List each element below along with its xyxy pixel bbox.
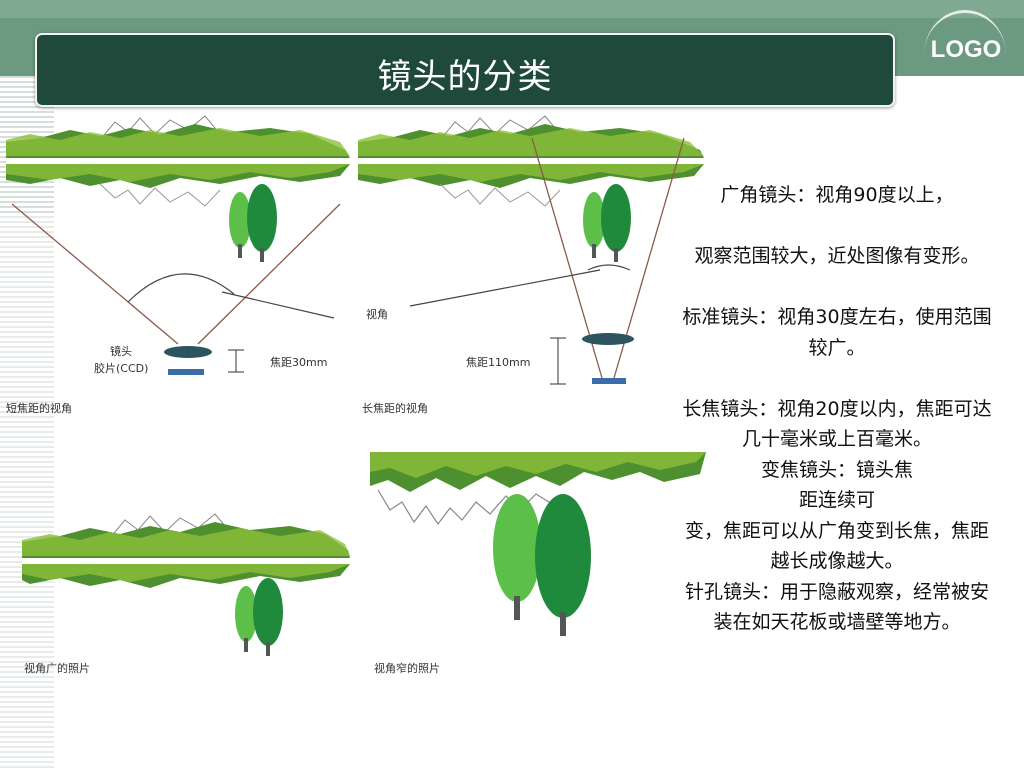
- label-lens: 镜头: [110, 344, 132, 358]
- top-band-highlight: [0, 0, 1024, 18]
- slide-title: 镜头的分类: [377, 57, 553, 97]
- logo-text: LOGO: [930, 36, 1002, 63]
- label-angle: 视角: [366, 307, 388, 321]
- desc-line-4: 长焦镜头：视角20度以内，焦距可达几十毫米或上百毫米。: [682, 397, 992, 451]
- caption-short-focal: 短焦距的视角: [6, 401, 72, 415]
- logo-arc-icon: [924, 10, 1006, 55]
- desc-gap-2: [680, 272, 994, 303]
- caption-long-focal: 长焦距的视角: [362, 401, 428, 415]
- label-focal-110: 焦距110mm: [466, 356, 530, 369]
- panel-short-focal: 镜头 胶片(CCD) 焦距30mm 短焦距的视角: [6, 115, 350, 415]
- label-focal-30: 焦距30mm: [270, 356, 327, 369]
- caption-narrow-photo: 视角窄的照片: [374, 661, 440, 675]
- desc-gap-3: [680, 363, 994, 394]
- desc-gap-1: [680, 211, 994, 242]
- lens-description: 广角镜头：视角90度以上， 观察范围较大，近处图像有变形。 标准镜头：视角30度…: [680, 180, 994, 638]
- lens-diagram: 镜头 胶片(CCD) 焦距30mm 短焦距的视角 视角 焦距110mm: [6, 115, 706, 675]
- desc-line-6: 距连续可: [798, 489, 875, 511]
- label-film: 胶片(CCD): [94, 361, 148, 375]
- logo: LOGO: [920, 10, 1012, 74]
- panel-long-focal: 视角 焦距110mm 长焦距的视角: [358, 115, 704, 415]
- lens-figure: 镜头 胶片(CCD) 焦距30mm 短焦距的视角 视角 焦距110mm: [0, 110, 720, 690]
- panel-narrow-photo: 视角窄的照片: [370, 452, 706, 675]
- caption-wide-photo: 视角广的照片: [24, 661, 90, 675]
- title-box: 镜头的分类: [35, 33, 895, 107]
- desc-line-2: 观察范围较大，近处图像有变形。: [694, 245, 980, 267]
- desc-line-5: 变焦镜头：镜头焦: [760, 458, 913, 481]
- desc-line-7: 变，焦距可以从广角变到长焦，焦距越长成像越大。: [684, 519, 989, 573]
- desc-line-8: 针孔镜头：用于隐蔽观察，经常被安装在如天花板或墙壁等地方。: [684, 580, 989, 634]
- desc-line-3: 标准镜头：视角30度左右，使用范围较广。: [682, 306, 992, 359]
- desc-line-1: 广角镜头：视角90度以上，: [720, 184, 954, 206]
- panel-wide-photo: 视角广的照片: [22, 513, 350, 675]
